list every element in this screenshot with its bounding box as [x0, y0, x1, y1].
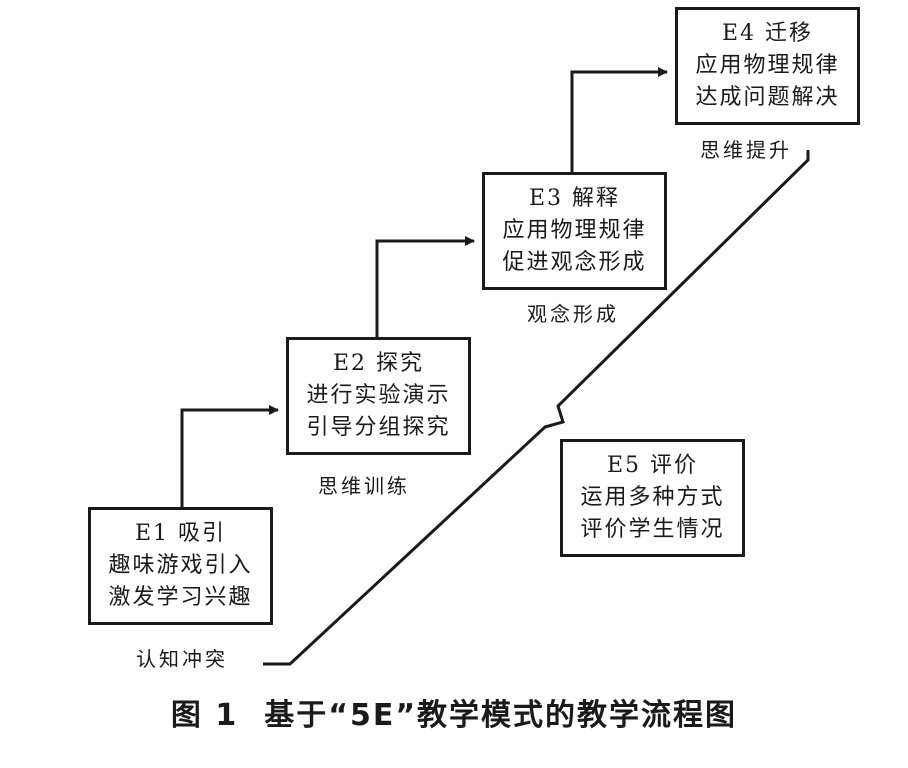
stage-label-cognitive-conflict: 认知冲突 — [136, 647, 228, 671]
box-e5-evaluate: E5 评价 运用多种方式 评价学生情况 — [560, 439, 745, 557]
box-e5-line2: 评价学生情况 — [580, 517, 725, 542]
arrow-e2-to-e3 — [375, 236, 475, 337]
box-e1-engage: E1 吸引 趣味游戏引入 激发学习兴趣 — [88, 507, 273, 625]
figure-caption: 图 1 基于“5E”教学模式的教学流程图 — [0, 690, 908, 734]
box-e2-line1: 进行实验演示 — [306, 383, 451, 408]
arrow-e3-to-e4 — [570, 67, 668, 172]
box-e5-line1: 运用多种方式 — [580, 485, 725, 510]
ascending-baseline — [263, 150, 810, 666]
box-e2-title: E2 探究 — [332, 351, 425, 376]
figure-number: 图 1 — [170, 698, 239, 733]
stage-label-concept-formation: 观念形成 — [527, 302, 619, 326]
box-e3-title: E3 解释 — [528, 186, 621, 211]
figure-title: 基于“5E”教学模式的教学流程图 — [264, 698, 738, 733]
box-e3-line2: 促进观念形成 — [502, 250, 647, 275]
stage-label-thinking-improvement: 思维提升 — [700, 138, 792, 162]
box-e4-title: E4 迁移 — [721, 21, 814, 46]
arrow-e1-to-e2 — [180, 405, 279, 507]
box-e3-explain: E3 解释 应用物理规律 促进观念形成 — [482, 172, 667, 290]
box-e1-line1: 趣味游戏引入 — [108, 553, 253, 578]
stage-label-thinking-training: 思维训练 — [318, 474, 410, 498]
box-e4-transfer: E4 迁移 应用物理规律 达成问题解决 — [675, 7, 860, 125]
box-e2-line2: 引导分组探究 — [306, 415, 451, 440]
box-e2-explore: E2 探究 进行实验演示 引导分组探究 — [286, 337, 471, 455]
box-e3-line1: 应用物理规律 — [502, 218, 647, 243]
box-e1-line2: 激发学习兴趣 — [108, 585, 253, 610]
box-e5-title: E5 评价 — [606, 453, 699, 478]
box-e4-line2: 达成问题解决 — [695, 85, 840, 110]
box-e4-line1: 应用物理规律 — [695, 53, 840, 78]
box-e1-title: E1 吸引 — [134, 521, 227, 546]
